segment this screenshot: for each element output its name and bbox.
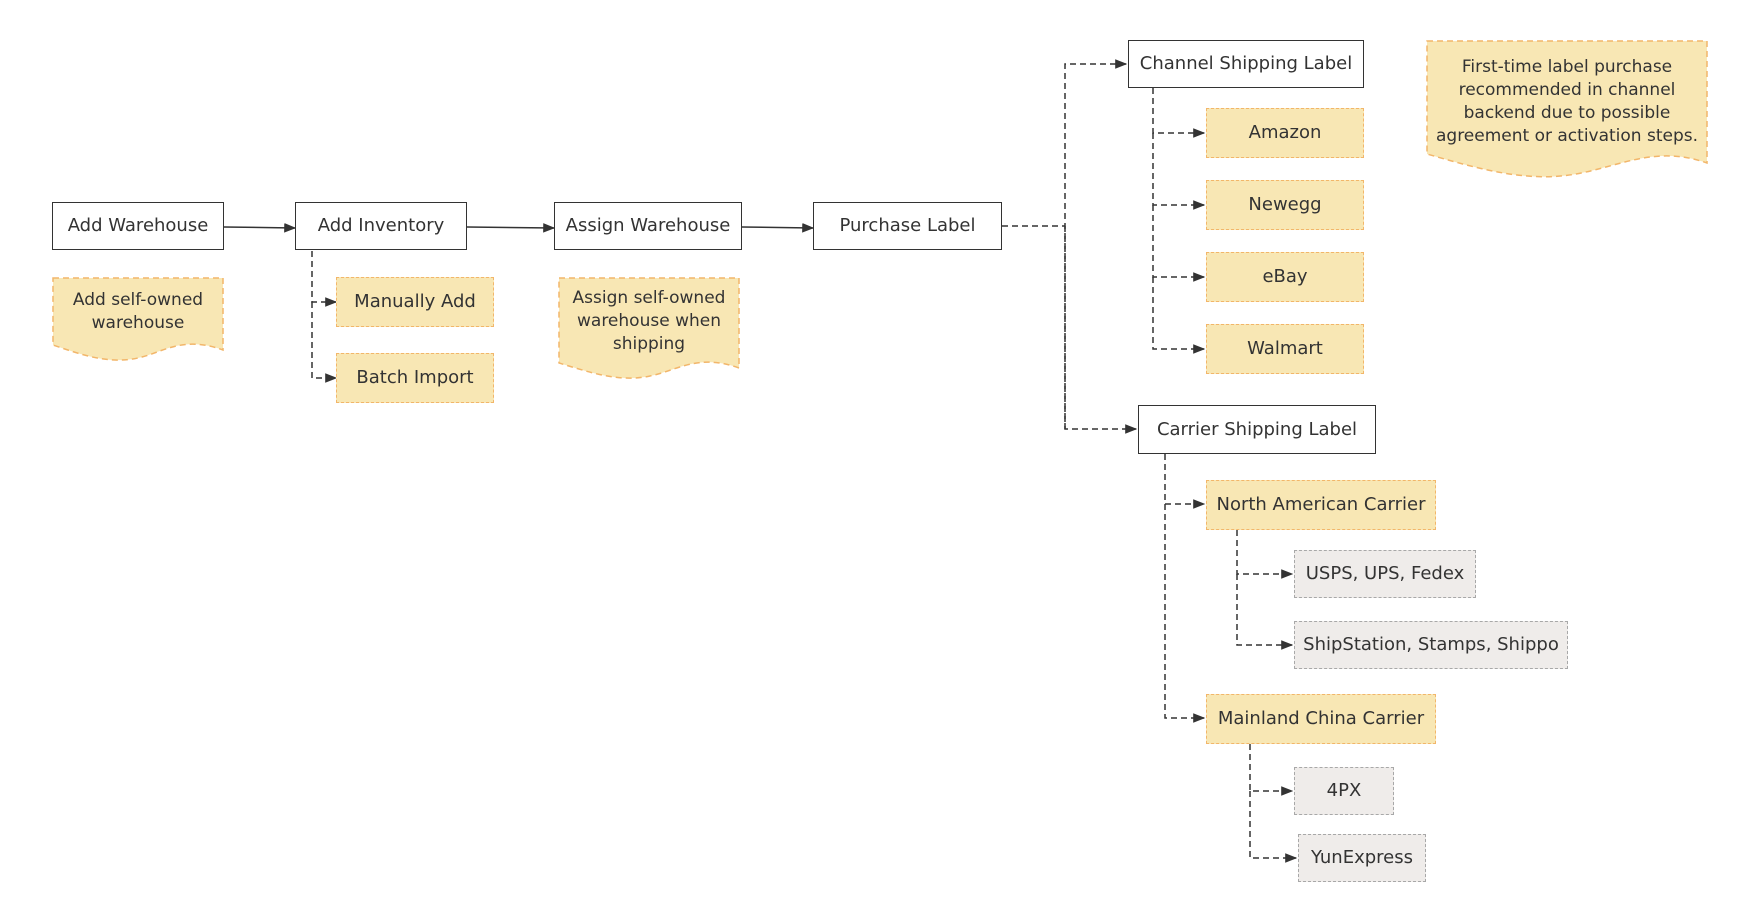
arrow-china-to-yunexpress — [1249, 791, 1298, 863]
arrow-na-to-usps — [1236, 530, 1294, 579]
arrow-china-to-4px — [1249, 744, 1294, 796]
assign-warehouse-note: Assign self-owned warehouse when shippin… — [558, 277, 740, 381]
add-warehouse-node: Add Warehouse — [52, 202, 224, 250]
arrow-carrier-to-china — [1164, 504, 1206, 723]
channel-item-label: Newegg — [1248, 194, 1322, 216]
arrow-assign-to-purchase — [741, 223, 815, 233]
arrow-channel-to-newegg — [1152, 133, 1206, 210]
china-carrier-item-label: YunExpress — [1310, 847, 1414, 869]
arrow-purchase-to-channel — [1064, 59, 1128, 429]
assign-warehouse-node: Assign Warehouse — [554, 202, 742, 250]
arrow-purchase-to-carrier — [1064, 226, 1138, 434]
add-warehouse-note-text: Add self-owned warehouse — [72, 290, 204, 333]
channel-item-label: eBay — [1262, 266, 1308, 288]
north-american-carrier-label: North American Carrier — [1216, 494, 1426, 516]
na-carrier-item-label: USPS, UPS, Fedex — [1305, 563, 1465, 585]
purchase-label-node: Purchase Label — [813, 202, 1002, 250]
carrier-shipping-label-node: Carrier Shipping Label — [1138, 405, 1376, 454]
add-warehouse-note: Add self-owned warehouse — [52, 277, 224, 362]
channel-item-walmart: Walmart — [1206, 324, 1364, 374]
carrier-shipping-label-title: Carrier Shipping Label — [1156, 418, 1358, 440]
manually-add-label: Manually Add — [354, 291, 476, 313]
batch-import-label: Batch Import — [356, 367, 474, 389]
channel-item-amazon: Amazon — [1206, 108, 1364, 158]
arrow-inventory-to-manual — [311, 251, 338, 307]
arrow-channel-to-walmart — [1152, 277, 1206, 354]
note-shape — [1426, 40, 1708, 178]
arrow-warehouse-to-inventory — [223, 223, 297, 233]
na-carrier-item-usps: USPS, UPS, Fedex — [1294, 550, 1476, 598]
channel-item-label: Amazon — [1248, 122, 1322, 144]
north-american-carrier-node: North American Carrier — [1206, 480, 1436, 530]
channel-label-note-text: First-time label purchase recommended in… — [1435, 57, 1699, 146]
note-shape — [52, 277, 224, 361]
manually-add-node: Manually Add — [336, 277, 494, 327]
mainland-china-carrier-node: Mainland China Carrier — [1206, 694, 1436, 744]
add-inventory-node: Add Inventory — [295, 202, 467, 250]
assign-warehouse-label: Assign Warehouse — [565, 215, 731, 237]
batch-import-node: Batch Import — [336, 353, 494, 403]
mainland-china-carrier-label: Mainland China Carrier — [1217, 708, 1425, 730]
arrow-inventory-to-batch — [311, 302, 338, 383]
channel-item-newegg: Newegg — [1206, 180, 1364, 230]
arrow-channel-to-amazon — [1152, 88, 1206, 138]
channel-item-ebay: eBay — [1206, 252, 1364, 302]
assign-warehouse-note-text: Assign self-owned warehouse when shippin… — [572, 288, 726, 354]
channel-shipping-label-title: Channel Shipping Label — [1139, 53, 1353, 75]
china-carrier-item-yunexpress: YunExpress — [1298, 834, 1426, 882]
arrow-inventory-to-assign — [466, 223, 556, 233]
channel-item-label: Walmart — [1247, 338, 1323, 360]
china-carrier-item-4px: 4PX — [1294, 767, 1394, 815]
na-carrier-item-label: ShipStation, Stamps, Shippo — [1303, 634, 1559, 656]
add-inventory-label: Add Inventory — [317, 215, 445, 237]
add-warehouse-label: Add Warehouse — [67, 215, 209, 237]
arrow-channel-to-ebay — [1152, 205, 1206, 282]
china-carrier-item-label: 4PX — [1326, 780, 1362, 802]
arrow-carrier-to-north-america — [1164, 454, 1206, 509]
arrow-na-to-shipstation — [1236, 574, 1294, 650]
channel-label-note: First-time label purchase recommended in… — [1426, 40, 1708, 182]
channel-shipping-label-node: Channel Shipping Label — [1128, 40, 1364, 88]
purchase-label-label: Purchase Label — [839, 215, 976, 237]
note-shape — [558, 277, 740, 379]
na-carrier-item-shipstation: ShipStation, Stamps, Shippo — [1294, 621, 1568, 669]
